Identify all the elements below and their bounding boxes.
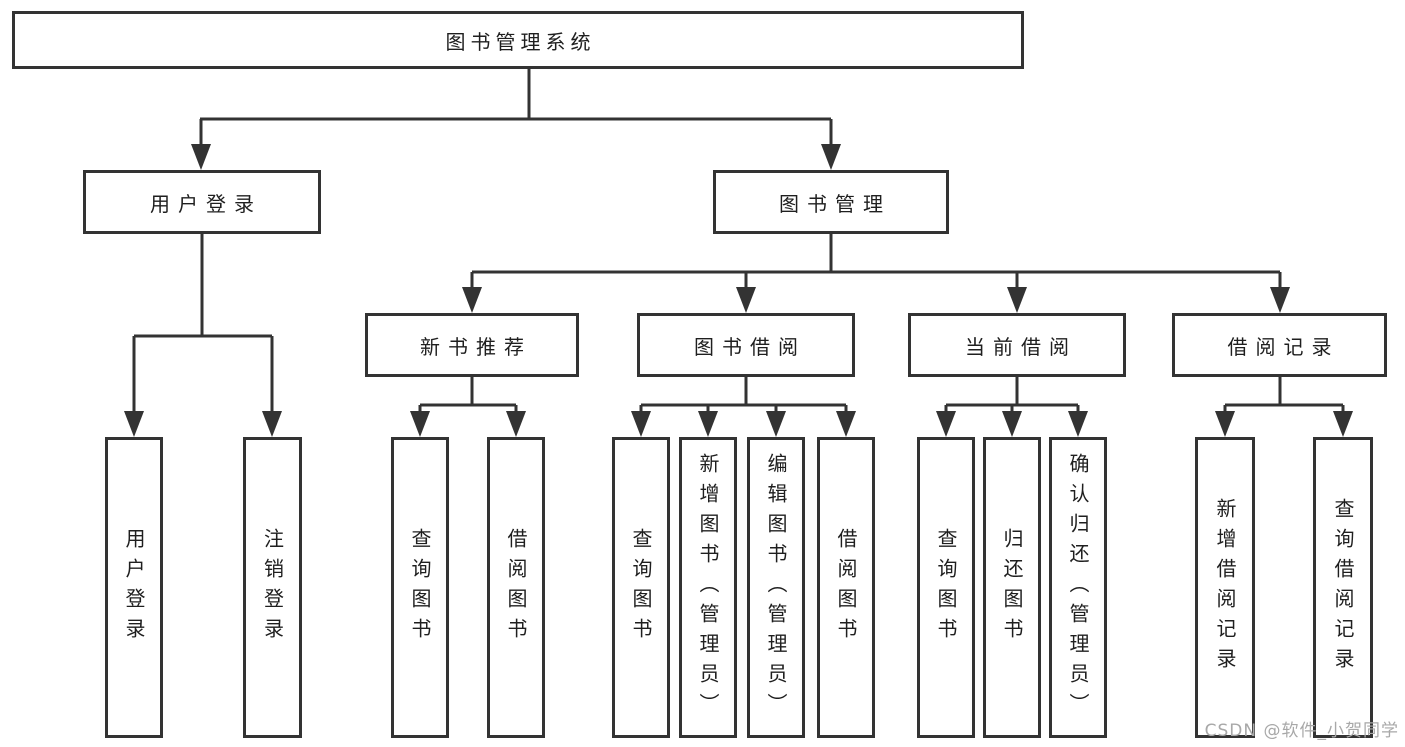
- node-borrow-records: 借阅记录: [1172, 313, 1387, 377]
- arrowhead-icons: [124, 144, 1353, 437]
- leaf-borrow-books: 借阅图书: [817, 437, 875, 738]
- node-user-login: 用户登录: [83, 170, 321, 234]
- leaf-logout: 注销登录: [243, 437, 302, 738]
- node-book-borrow: 图书借阅: [637, 313, 855, 377]
- leaf-edit-books-admin: 编辑图书（管理员）: [747, 437, 805, 738]
- leaf-query-books-recommend: 查询图书: [391, 437, 449, 738]
- leaf-query-books-current: 查询图书: [917, 437, 975, 738]
- leaf-borrow-books-recommend: 借阅图书: [487, 437, 545, 738]
- leaf-query-books-borrow: 查询图书: [612, 437, 670, 738]
- node-new-book-recommend: 新书推荐: [365, 313, 579, 377]
- node-current-borrow: 当前借阅: [908, 313, 1126, 377]
- node-library-management-system: 图书管理系统: [12, 11, 1024, 69]
- leaf-user-login: 用户登录: [105, 437, 163, 738]
- watermark-csdn: CSDN @软件_小贺同学: [1204, 721, 1399, 741]
- node-book-management: 图书管理: [713, 170, 949, 234]
- leaf-add-books-admin: 新增图书（管理员）: [679, 437, 737, 738]
- leaf-query-borrow-record: 查询借阅记录: [1313, 437, 1373, 738]
- leaf-return-books: 归还图书: [983, 437, 1041, 738]
- leaf-confirm-return-admin: 确认归还（管理员）: [1049, 437, 1107, 738]
- leaf-add-borrow-record: 新增借阅记录: [1195, 437, 1255, 738]
